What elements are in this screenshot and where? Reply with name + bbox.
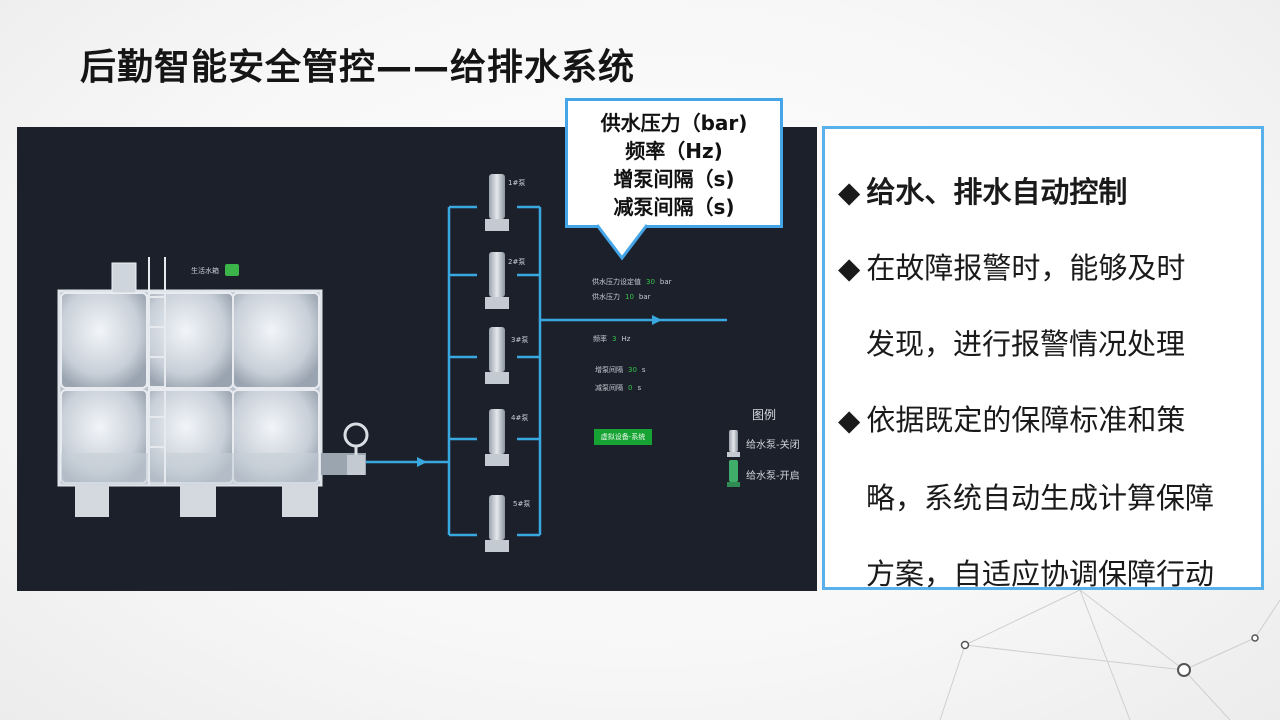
- info-line-1: ◆给水、排水自动控制: [838, 175, 1128, 209]
- pump-5-label: 5#泵: [513, 500, 531, 508]
- info-line-5: 略，系统自动生成计算保障: [866, 481, 1215, 515]
- pump-4-icon[interactable]: [485, 409, 509, 466]
- legend-title: 图例: [752, 408, 777, 422]
- pump-2-icon[interactable]: [485, 252, 509, 309]
- info-line-2: ◆在故障报警时，能够及时: [838, 251, 1186, 285]
- diamond-bullet-icon: ◆: [838, 251, 861, 285]
- virtual-device-button[interactable]: 虚拟设备-系统: [594, 429, 652, 445]
- pump-3-label: 3#泵: [511, 336, 529, 344]
- valve-icon: [321, 422, 369, 475]
- pump-2-label: 2#泵: [508, 258, 526, 266]
- legend-pump-off-label: 给水泵-关闭: [746, 440, 800, 451]
- info-line-6: 方案，自适应协调保障行动: [866, 557, 1215, 591]
- tank-status-badge[interactable]: [225, 264, 239, 276]
- diamond-bullet-icon: ◆: [838, 403, 861, 437]
- pump-1-label: 1#泵: [508, 179, 526, 187]
- callout-line: 供水压力（bar): [600, 111, 748, 135]
- pump-1-icon[interactable]: [485, 174, 509, 231]
- info-panel: ◆给水、排水自动控制 ◆在故障报警时，能够及时 发现，进行报警情况处理 ◆依据既…: [822, 126, 1264, 591]
- page-title: 后勤智能安全管控——给排水系统: [80, 47, 636, 88]
- info-line-3: 发现，进行报警情况处理: [866, 327, 1186, 361]
- callout-line: 增泵间隔（s): [613, 167, 735, 191]
- parameter-callout: 供水压力（bar) 频率（Hz) 增泵间隔（s) 减泵间隔（s): [565, 98, 783, 228]
- callout-line: 频率（Hz): [625, 139, 723, 163]
- pipe-network: [366, 205, 727, 537]
- tank-label: 生活水箱: [191, 267, 219, 275]
- info-line-4: ◆依据既定的保障标准和策: [838, 403, 1186, 437]
- legend-pump-on-icon: [727, 460, 740, 487]
- callout-pointer: [596, 223, 649, 261]
- water-tank: [57, 257, 323, 517]
- pump-5-icon[interactable]: [485, 495, 509, 552]
- callout-line: 减泵间隔（s): [613, 195, 735, 219]
- legend-pump-on-label: 给水泵-开启: [746, 471, 800, 482]
- pump-4-label: 4#泵: [511, 414, 529, 422]
- flow-arrow-icon: [417, 457, 427, 467]
- scada-diagram: [57, 174, 740, 552]
- flow-arrow-icon: [652, 315, 662, 325]
- diamond-bullet-icon: ◆: [838, 175, 861, 209]
- pump-3-icon[interactable]: [485, 327, 509, 384]
- legend-pump-off-icon: [727, 430, 740, 457]
